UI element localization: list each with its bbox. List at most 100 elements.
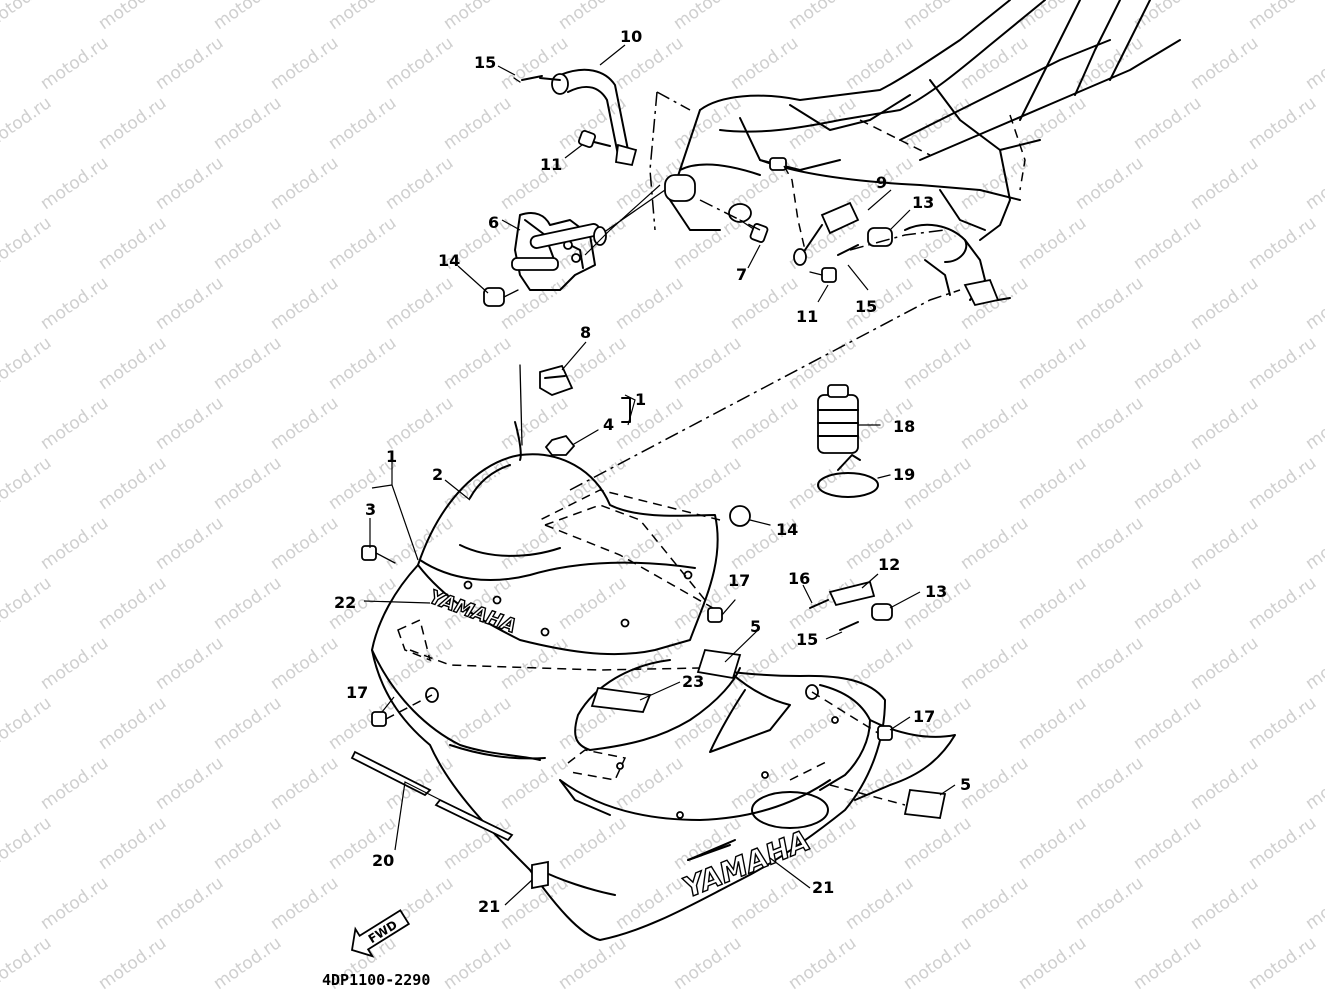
watermark-text: motod.ru	[210, 933, 285, 994]
watermark-text: motod.ru	[37, 513, 112, 574]
watermark-text: motod.ru	[1072, 153, 1147, 214]
callout-5-upper: 5	[750, 617, 761, 636]
hardware-top	[483, 75, 946, 307]
watermark-text: motod.ru	[210, 0, 285, 34]
watermark-text: motod.ru	[267, 633, 342, 694]
watermark-text: motod.ru	[1187, 33, 1262, 94]
watermark-text: motod.ru	[152, 393, 227, 454]
watermark-text: motod.ru	[1072, 273, 1147, 334]
watermark-text: motod.ru	[95, 93, 170, 154]
callout-17-mid: 17	[728, 571, 750, 590]
drawing-code: 4DP1100-2290	[322, 971, 430, 989]
nut-4	[544, 429, 599, 456]
watermark-text: motod.ru	[440, 933, 515, 994]
callout-1-ref: 1	[635, 390, 646, 409]
watermark-text: motod.ru	[0, 213, 55, 274]
watermark-text: motod.ru	[37, 33, 112, 94]
watermark-text: motod.ru	[152, 513, 227, 574]
band-19	[817, 454, 891, 498]
watermark-text: motod.ru	[1187, 513, 1262, 574]
callout-8: 8	[580, 323, 591, 342]
watermark-text: motod.ru	[1245, 453, 1320, 514]
watermark-text: motod.ru	[785, 933, 860, 994]
watermark-text: motod.ru	[1187, 873, 1262, 934]
watermark-text: motod.ru	[1187, 633, 1262, 694]
watermark-text: motod.ru	[1130, 213, 1205, 274]
watermark-text: motod.ru	[1187, 273, 1262, 334]
callout-21-left: 21	[478, 897, 500, 916]
callout-13-right: 13	[925, 582, 947, 601]
watermark-text: motod.ru	[95, 813, 170, 874]
watermark-text: motod.ru	[382, 513, 457, 574]
watermark-text: motod.ru	[1130, 453, 1205, 514]
watermark-text: motod.ru	[1302, 633, 1325, 694]
watermark-text: motod.ru	[497, 513, 572, 574]
watermark-text: motod.ru	[1130, 813, 1205, 874]
callout-14-top: 14	[438, 251, 460, 270]
watermark-text: motod.ru	[0, 93, 55, 154]
watermark-text: motod.ru	[1072, 513, 1147, 574]
cowling-hardware	[350, 489, 947, 890]
callout-11-right: 11	[796, 307, 818, 326]
watermark-text: motod.ru	[0, 933, 55, 994]
watermark-text: motod.ru	[1302, 33, 1325, 94]
watermark-text: motod.ru	[95, 573, 170, 634]
watermark-text: motod.ru	[842, 33, 917, 94]
watermark-text: motod.ru	[555, 573, 630, 634]
callout-12: 12	[878, 555, 900, 574]
watermark-text: motod.ru	[1187, 153, 1262, 214]
watermark-text: motod.ru	[1245, 693, 1320, 754]
watermark-text: motod.ru	[727, 753, 802, 814]
callout-13-top: 13	[912, 193, 934, 212]
watermark-text: motod.ru	[210, 573, 285, 634]
watermark-text: motod.ru	[785, 693, 860, 754]
callout-15-right: 15	[855, 297, 877, 316]
watermark-text: motod.ru	[1187, 753, 1262, 814]
callout-11-top: 11	[540, 155, 562, 174]
watermark-text: motod.ru	[1130, 933, 1205, 994]
watermark-text: motod.ru	[555, 453, 630, 514]
watermark-text: motod.ru	[1015, 933, 1090, 994]
callout-23: 23	[682, 672, 704, 691]
watermark-text: motod.ru	[842, 753, 917, 814]
watermark-text: motod.ru	[670, 933, 745, 994]
watermark-text: motod.ru	[900, 933, 975, 994]
watermark-text: motod.ru	[267, 33, 342, 94]
callout-6: 6	[488, 213, 499, 232]
watermark-text: motod.ru	[0, 0, 55, 34]
watermark-text: motod.ru	[152, 633, 227, 694]
callout-21-right: 21	[812, 878, 834, 897]
watermark-text: motod.ru	[1072, 873, 1147, 934]
watermark-text: motod.ru	[152, 273, 227, 334]
watermark-text: motod.ru	[152, 33, 227, 94]
watermark-text: motod.ru	[37, 873, 112, 934]
watermark-text: motod.ru	[0, 813, 55, 874]
watermark-text: motod.ru	[152, 153, 227, 214]
watermark-text: motod.ru	[670, 453, 745, 514]
watermark-text: motod.ru	[1015, 693, 1090, 754]
damper-18	[817, 384, 881, 454]
watermark-text: motod.ru	[842, 873, 917, 934]
watermark-text: motod.ru	[210, 693, 285, 754]
watermark-text: motod.ru	[1302, 753, 1325, 814]
watermark-text: motod.ru	[440, 93, 515, 154]
watermark-text: motod.ru	[785, 0, 860, 34]
watermark-text: motod.ru	[1015, 813, 1090, 874]
watermark-text: motod.ru	[842, 633, 917, 694]
watermark-text: motod.ru	[670, 333, 745, 394]
watermark-text: motod.ru	[0, 453, 55, 514]
watermark-text: motod.ru	[1245, 813, 1320, 874]
watermark-text: motod.ru	[555, 933, 630, 994]
watermark-text: motod.ru	[152, 873, 227, 934]
watermark-text: motod.ru	[1302, 273, 1325, 334]
watermark-text: motod.ru	[1015, 453, 1090, 514]
watermark-text: motod.ru	[1245, 0, 1320, 34]
watermark-text: motod.ru	[1245, 333, 1320, 394]
watermark-text: motod.ru	[37, 153, 112, 214]
watermark-text: motod.ru	[1015, 0, 1090, 34]
watermark-text: motod.ru	[1130, 693, 1205, 754]
watermark-text: motod.ru	[382, 153, 457, 214]
watermark-text: motod.ru	[612, 273, 687, 334]
watermark-text: motod.ru	[0, 573, 55, 634]
